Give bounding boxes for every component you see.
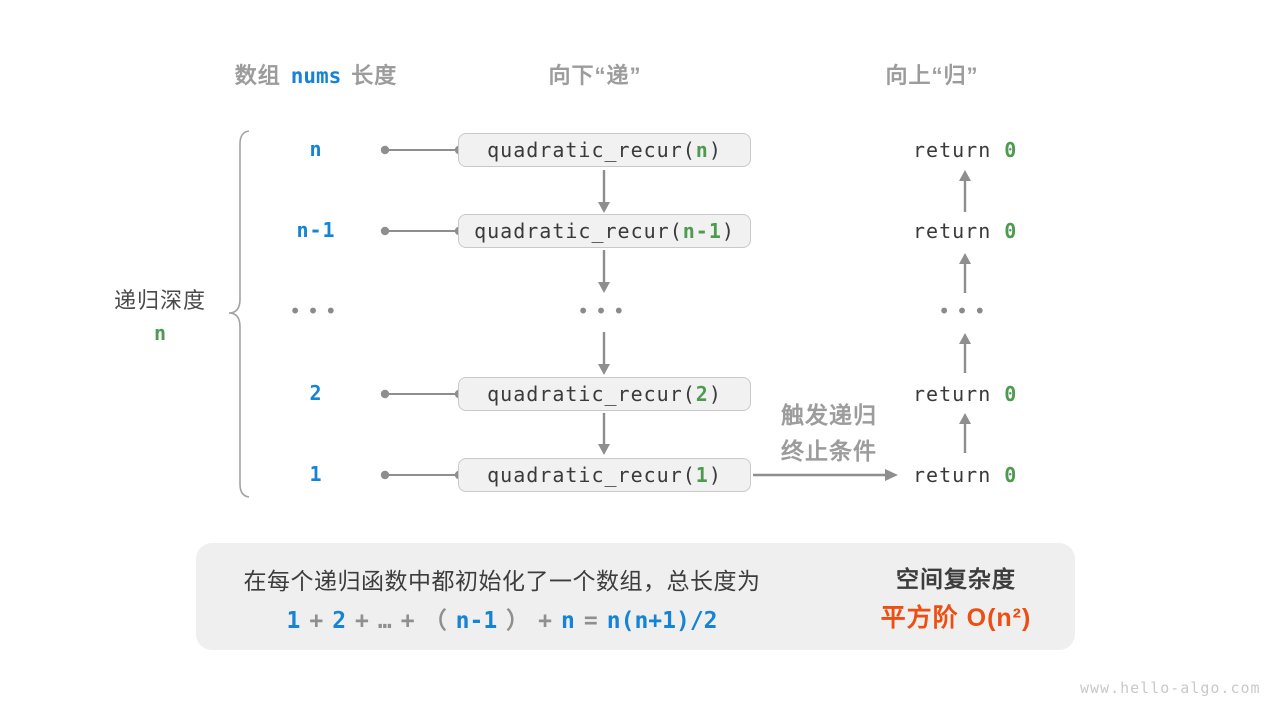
- call-box-n: quadratic_recur(n): [458, 133, 751, 167]
- call-box-2: quadratic_recur(2): [458, 377, 751, 411]
- call-arg-n: n: [695, 138, 709, 162]
- call-box-n-1: quadratic_recur(n-1): [458, 214, 751, 248]
- return-value: 0: [1004, 382, 1018, 406]
- call-prefix: quadratic_recur(: [487, 138, 696, 162]
- return-value: 0: [1004, 219, 1018, 243]
- header-length-label: 长度: [351, 63, 398, 88]
- arrow-down-3: [598, 332, 610, 375]
- call-suffix: ): [708, 463, 722, 487]
- size-label-2: 2: [309, 381, 323, 405]
- formula-token: n-1: [455, 608, 498, 634]
- arrow-up-1: [959, 170, 971, 212]
- call-arg-n-1: n-1: [682, 219, 722, 243]
- call-suffix: ): [708, 138, 722, 162]
- column-header-descend: 向下“递”: [445, 58, 745, 90]
- return-keyword: return: [913, 382, 992, 406]
- formula-token: n: [561, 608, 575, 634]
- return-line-1: return 0: [913, 138, 1017, 162]
- call-prefix: quadratic_recur(: [487, 463, 696, 487]
- space-complexity-title: 空间复杂度: [896, 566, 1016, 592]
- formula-token: +: [538, 608, 553, 634]
- call-arg-2: 2: [695, 382, 709, 406]
- return-keyword: return: [913, 219, 992, 243]
- total-length-formula: 1 + 2 + … + （ n-1 ） + n = n(n+1)/2: [232, 601, 772, 635]
- ellipsis-right: •••: [938, 299, 992, 323]
- call-suffix: ): [708, 382, 722, 406]
- formula-token: 2: [332, 608, 347, 634]
- formula-token: +: [400, 608, 415, 634]
- space-complexity-value: 平方阶 O(n²): [880, 604, 1032, 632]
- arrow-up-4: [959, 413, 971, 453]
- formula-token: =: [583, 608, 598, 634]
- header-nums-code: nums: [290, 64, 342, 88]
- return-line-4: return 0: [913, 463, 1017, 487]
- return-line-2: return 0: [913, 219, 1017, 243]
- arrow-down-4: [598, 413, 610, 455]
- arrow-up-2: [959, 253, 971, 293]
- site-watermark: www.hello-algo.com: [1080, 679, 1261, 697]
- formula-token: ）: [506, 608, 530, 634]
- call-prefix: quadratic_recur(: [487, 382, 696, 406]
- recursion-depth-label: 递归深度: [113, 288, 206, 313]
- size-label-n-1: n-1: [296, 218, 336, 242]
- call-prefix: quadratic_recur(: [474, 219, 683, 243]
- arrow-down-2: [598, 250, 610, 293]
- return-keyword: return: [913, 463, 992, 487]
- formula-token: （: [423, 608, 447, 634]
- formula-token: +: [309, 608, 324, 634]
- arrow-up-3: [959, 333, 971, 373]
- call-suffix: ): [721, 219, 735, 243]
- formula-token: …: [377, 608, 392, 634]
- return-line-3: return 0: [913, 382, 1017, 406]
- return-value: 0: [1004, 463, 1018, 487]
- size-label-1: 1: [309, 462, 323, 486]
- return-value: 0: [1004, 138, 1018, 162]
- header-descend-label: 向下“递”: [548, 63, 642, 88]
- header-ascend-label: 向上“归”: [885, 63, 979, 88]
- formula-token: +: [355, 608, 369, 634]
- trigger-label-line1: 触发递归: [781, 402, 877, 428]
- arrow-base-case-return: [753, 469, 898, 481]
- recursion-depth-value: n: [153, 321, 167, 345]
- call-box-1: quadratic_recur(1): [458, 458, 751, 492]
- call-arg-1: 1: [695, 463, 709, 487]
- header-array-label: 数组: [234, 63, 281, 88]
- summary-text: 在每个递归函数中都初始化了一个数组，总长度为: [243, 568, 761, 594]
- summary-panel: 在每个递归函数中都初始化了一个数组，总长度为 1 + 2 + … + （ n-1…: [196, 543, 1075, 650]
- ellipsis-middle: •••: [577, 299, 631, 323]
- column-header-array-length: 数组 nums 长度: [166, 58, 466, 90]
- return-keyword: return: [913, 138, 992, 162]
- formula-token: n(n+1)/2: [606, 608, 718, 634]
- ellipsis-left: •••: [289, 299, 343, 323]
- arrow-down-1: [598, 170, 610, 213]
- column-header-ascend: 向上“归”: [782, 58, 1082, 90]
- size-label-n: n: [309, 137, 323, 161]
- trigger-label-line2: 终止条件: [781, 438, 877, 464]
- formula-token: 1: [286, 608, 301, 634]
